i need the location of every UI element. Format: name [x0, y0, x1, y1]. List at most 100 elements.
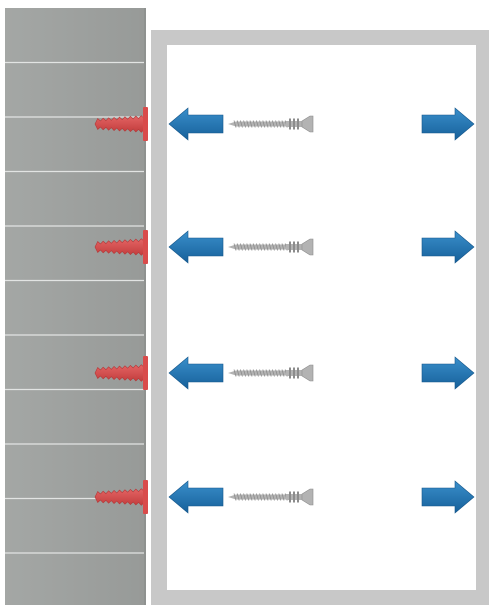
screw-thread: [240, 120, 243, 128]
screw-collar: [293, 491, 295, 503]
screw-thread: [259, 369, 262, 377]
screw-thread: [265, 120, 269, 128]
screw-collar: [293, 118, 295, 130]
arrow-right-icon: [421, 356, 475, 390]
wall-plug-anchor-icon: [94, 356, 148, 390]
screw-icon: [228, 364, 314, 382]
screw-thread: [262, 369, 266, 377]
screw-icon: [228, 115, 314, 133]
screw-collar: [297, 241, 299, 253]
screw-icon: [228, 488, 314, 506]
screw-thread: [246, 369, 250, 377]
screw-thread: [278, 369, 282, 377]
screw-thread: [252, 493, 256, 501]
screw-collar: [289, 367, 291, 379]
screw-thread: [236, 243, 240, 251]
screw-thread: [272, 120, 275, 128]
screw-thread: [272, 369, 275, 377]
screw-thread: [272, 493, 275, 501]
fastening-rows: [94, 107, 475, 514]
screw-thread: [262, 243, 266, 251]
screw-thread: [275, 369, 278, 377]
screw-thread: [233, 369, 237, 377]
wall-block-joints: [5, 8, 146, 605]
screw-thread: [236, 120, 240, 128]
screw-thread: [265, 243, 269, 251]
screw-thread: [262, 120, 266, 128]
screw-thread: [256, 493, 259, 501]
screw-thread: [278, 120, 282, 128]
screw-thread: [259, 493, 262, 501]
screw-thread: [249, 493, 253, 501]
arrow-left-icon: [168, 230, 224, 264]
anchor-collar: [143, 107, 148, 141]
screw-thread: [233, 120, 237, 128]
screw-thread: [243, 243, 246, 251]
screw-collar: [297, 367, 299, 379]
anchor-collar: [143, 230, 148, 264]
screw-thread: [259, 120, 262, 128]
screw-thread: [246, 120, 250, 128]
screw-icon: [228, 238, 314, 256]
screw-collar: [293, 241, 295, 253]
screw-head: [301, 238, 314, 256]
screw-collar: [289, 118, 291, 130]
fastening-row: [94, 230, 475, 264]
screw-head: [301, 115, 314, 133]
arrow-right-icon: [421, 230, 475, 264]
screw-thread: [249, 369, 253, 377]
screw-thread: [262, 493, 266, 501]
screw-thread: [272, 243, 275, 251]
fastening-row: [94, 356, 475, 390]
screw-thread: [275, 120, 278, 128]
screw-thread: [281, 493, 285, 501]
screw-thread: [246, 493, 250, 501]
screw-thread: [240, 493, 243, 501]
screw-collar: [297, 491, 299, 503]
screw-thread: [256, 369, 259, 377]
screw-thread: [278, 493, 282, 501]
screw-thread: [268, 243, 272, 251]
fastening-row: [94, 480, 475, 514]
arrow-left-icon: [168, 107, 224, 141]
screw-thread: [281, 120, 285, 128]
screw-thread: [268, 369, 272, 377]
arrow-right-icon: [421, 480, 475, 514]
screw-thread: [265, 369, 269, 377]
wall-plug-anchor-icon: [94, 230, 148, 264]
wall-body: [5, 8, 146, 605]
screw-thread: [233, 243, 237, 251]
screw-thread: [233, 493, 237, 501]
screw-thread: [252, 120, 256, 128]
screw-thread: [268, 493, 272, 501]
screw-thread: [240, 243, 243, 251]
screw-thread: [268, 120, 272, 128]
screw-thread: [236, 493, 240, 501]
screw-thread: [275, 243, 278, 251]
screw-head: [301, 488, 314, 506]
screw-thread: [243, 369, 246, 377]
wall-plug-anchor-icon: [94, 107, 148, 141]
wall-plug-anchor-icon: [94, 480, 148, 514]
wall-edge: [144, 8, 146, 605]
arrow-right-icon: [421, 107, 475, 141]
screw-thread: [281, 243, 285, 251]
screw-collar: [293, 367, 295, 379]
screw-thread: [259, 243, 262, 251]
screw-collar: [297, 118, 299, 130]
screw-thread: [252, 369, 256, 377]
screw-thread: [246, 243, 250, 251]
screw-thread: [275, 493, 278, 501]
screw-thread: [243, 120, 246, 128]
screw-thread: [249, 243, 253, 251]
screw-thread: [265, 493, 269, 501]
masonry-wall: [5, 8, 146, 605]
screw-thread: [256, 243, 259, 251]
screw-thread: [240, 369, 243, 377]
anchor-collar: [143, 356, 148, 390]
screw-thread: [281, 369, 285, 377]
screw-head: [301, 364, 314, 382]
screw-thread: [256, 120, 259, 128]
anchor-collar: [143, 480, 148, 514]
